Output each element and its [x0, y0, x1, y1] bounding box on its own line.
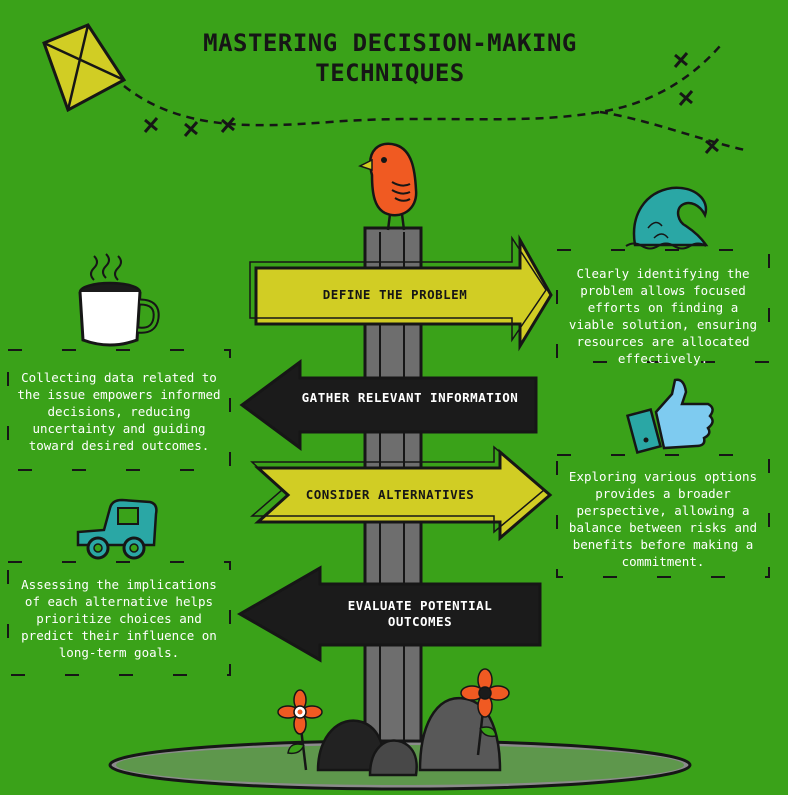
- sign-label-gather-relevant-information: GATHER RELEVANT INFORMATION: [301, 390, 519, 405]
- car-icon: [76, 498, 158, 560]
- wave-icon: [625, 186, 709, 250]
- description-frames: [7, 249, 770, 676]
- string-cross-marks: [143, 52, 720, 154]
- sign-consider-alternatives: [249, 445, 553, 542]
- sign-label-define-the-problem: DEFINE THE PROBLEM: [322, 287, 468, 302]
- kite-icon: [42, 23, 127, 113]
- page-title: MASTERING DECISION-MAKING TECHNIQUES: [150, 28, 630, 88]
- sign-evaluate-potential-outcomes: [236, 565, 542, 663]
- bird-icon: [358, 142, 418, 231]
- flower-left-icon: [277, 689, 323, 771]
- title-line-2: TECHNIQUES: [315, 59, 465, 87]
- sign-label-evaluate-potential-outcomes: EVALUATE POTENTIAL OUTCOMES: [347, 598, 493, 629]
- coffee-mug-icon: [78, 253, 160, 347]
- description-consider-alternatives: Exploring various options provides a bro…: [568, 469, 758, 569]
- sign-label-consider-alternatives: CONSIDER ALTERNATIVES: [305, 487, 475, 502]
- rocks: [316, 696, 502, 777]
- kite-string: [123, 45, 746, 152]
- sign-gather-relevant-information: [239, 359, 538, 451]
- description-evaluate-potential-outcomes: Assessing the implications of each alter…: [21, 577, 217, 660]
- sign-define-the-problem: [249, 234, 553, 352]
- title-line-1: MASTERING DECISION-MAKING: [203, 29, 577, 57]
- flower-right-icon: [460, 668, 510, 756]
- thumbs-up-icon: [625, 378, 714, 454]
- description-gather-relevant-information: Collecting data related to the issue emp…: [17, 370, 221, 453]
- description-define-the-problem: Clearly identifying the problem allows f…: [568, 266, 758, 366]
